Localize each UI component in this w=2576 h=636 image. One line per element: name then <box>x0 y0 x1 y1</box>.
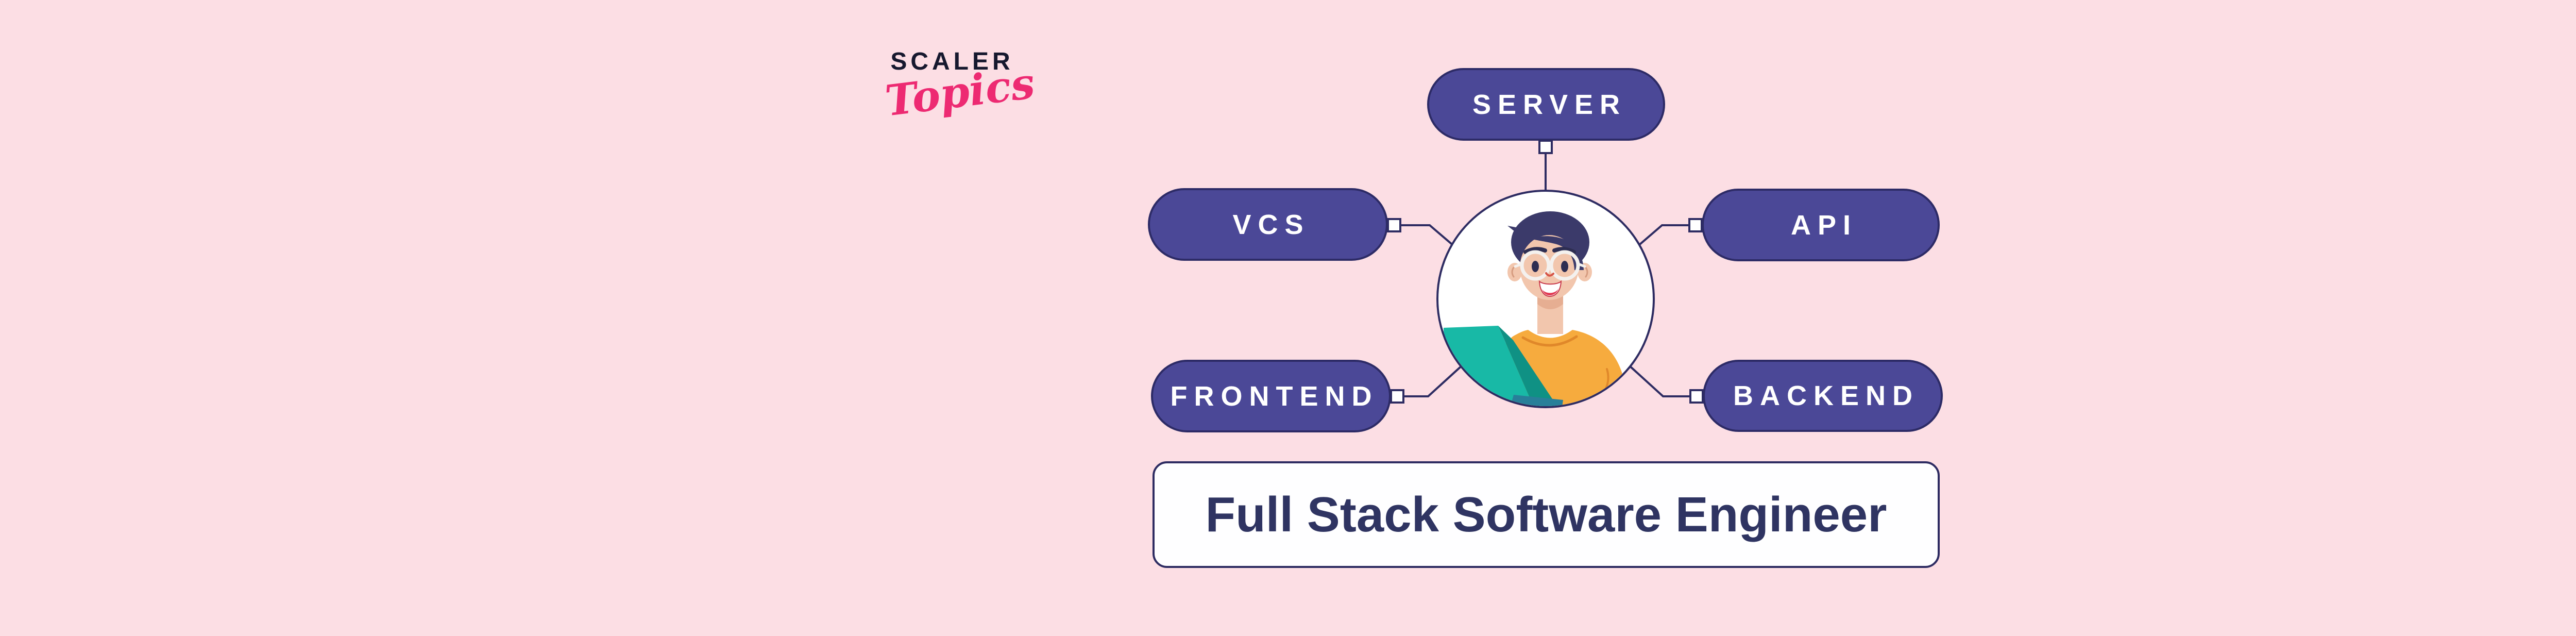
node-server: SERVER <box>1427 68 1665 141</box>
logo-scaler-text: SCALER <box>890 48 1014 75</box>
title-box: Full Stack Software Engineer <box>1153 461 1940 568</box>
frontend-junction-square <box>1390 389 1404 404</box>
node-server-label: SERVER <box>1472 89 1627 120</box>
vcs-junction-square <box>1387 218 1401 232</box>
api-junction-square <box>1688 218 1703 232</box>
scaler-topics-logo: SCALER Topics <box>883 48 1037 126</box>
backend-junction-square <box>1689 389 1704 404</box>
node-backend: BACKEND <box>1703 360 1943 432</box>
node-backend-label: BACKEND <box>1733 380 1919 411</box>
node-api: API <box>1702 189 1940 261</box>
node-api-label: API <box>1790 209 1858 241</box>
developer-avatar-icon <box>1444 211 1625 406</box>
diagram-title: Full Stack Software Engineer <box>1205 487 1887 542</box>
node-vcs: VCS <box>1148 188 1388 261</box>
node-frontend: FRONTEND <box>1151 360 1391 432</box>
node-frontend-label: FRONTEND <box>1170 380 1379 412</box>
server-junction-square <box>1538 140 1553 154</box>
node-vcs-label: VCS <box>1232 209 1310 240</box>
avatar-circle <box>1436 190 1655 408</box>
